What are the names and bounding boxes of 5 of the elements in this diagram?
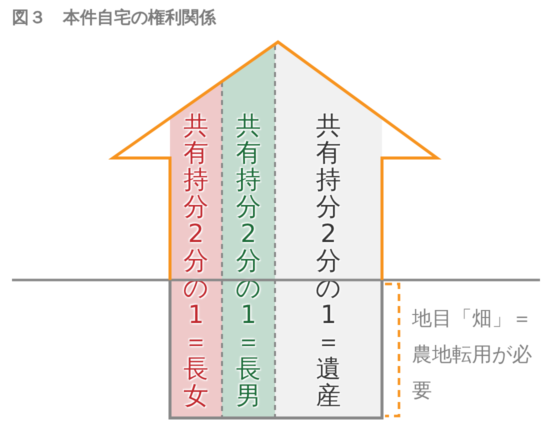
note-text: 地目「畑」＝農地転用が必要 [412, 305, 533, 404]
figure-title: 図３ 本件自宅の権利関係 [12, 7, 216, 29]
ownership-column [275, 42, 382, 418]
ownership-column [170, 82, 222, 418]
ownership-column [222, 44, 275, 418]
